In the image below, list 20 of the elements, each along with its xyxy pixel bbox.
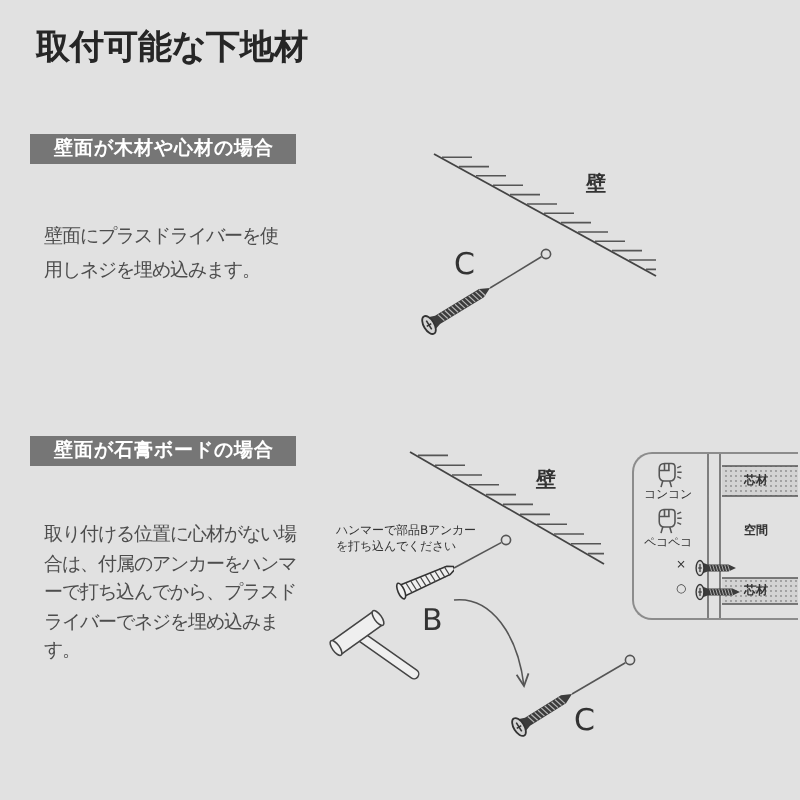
callout-letter: C (454, 248, 475, 282)
section-heading-bar: 壁面が木材や心材の場合 (30, 134, 296, 164)
wall-label: 壁 (586, 174, 606, 198)
insertion-point-circle (500, 534, 512, 546)
insertion-point-circle (540, 248, 552, 260)
page-title: 取付可能な下地材 (36, 26, 308, 72)
insertion-point-circle (624, 654, 636, 666)
section-heading-bar: 壁面が石膏ボードの場合 (30, 436, 296, 466)
callout-letter: C (574, 704, 595, 738)
wall-anchor-drawing (392, 560, 454, 600)
instruction-text: 壁面にプラスドライバーを使用しネジを埋め込みます。 (44, 224, 280, 286)
instruction-text: 取り付ける位置に心材がない場合は、付属のアンカーをハンマーで打ち込んでから、プラスドライバーでネジを埋め込みます。 (44, 522, 299, 667)
screw-drawing (418, 284, 490, 336)
wall-label: 壁 (536, 470, 556, 494)
guide-line (453, 541, 502, 569)
wall-knock-test-panel (632, 452, 798, 620)
curved-arrow (453, 599, 529, 687)
guide-line (571, 662, 627, 695)
guide-line (489, 256, 543, 289)
callout-letter: B (422, 604, 443, 638)
